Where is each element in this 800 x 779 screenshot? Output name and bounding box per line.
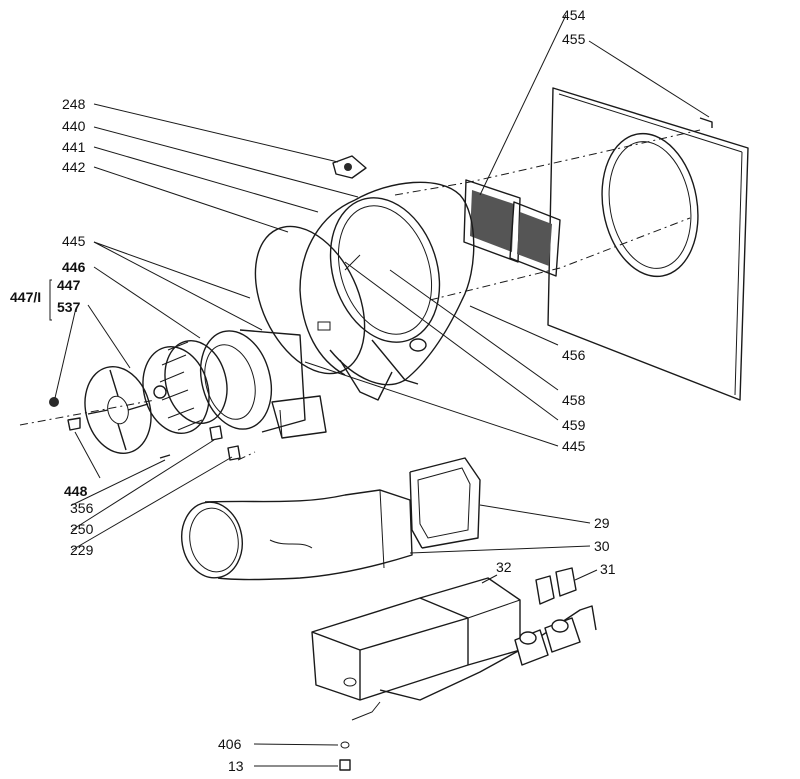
label-13: 13 <box>228 758 244 774</box>
gas-valve-part <box>514 567 581 666</box>
label-31: 31 <box>600 561 616 577</box>
lint-filter-part <box>463 179 561 277</box>
label-356: 356 <box>70 500 94 516</box>
label-250: 250 <box>70 521 94 537</box>
label-446: 446 <box>62 259 86 275</box>
label-456: 456 <box>562 347 586 363</box>
label-458: 458 <box>562 392 586 408</box>
label-248: 248 <box>62 96 86 112</box>
label-229: 229 <box>70 542 94 558</box>
label-448: 448 <box>64 483 88 499</box>
fasteners-part <box>159 425 241 461</box>
part-labels: 454 455 248 440 441 442 445 446 447/I 44… <box>10 7 616 774</box>
drum-housing-part <box>299 181 475 401</box>
cover-plate-part <box>49 365 152 455</box>
gasket-ring-part <box>254 225 366 375</box>
label-442: 442 <box>62 159 86 175</box>
fan-impeller-part <box>142 339 228 435</box>
label-29: 29 <box>594 515 610 531</box>
label-406: 406 <box>218 736 242 752</box>
fan-housing-part <box>200 329 327 439</box>
thermostat-part <box>332 155 367 179</box>
label-440: 440 <box>62 118 86 134</box>
screw-part <box>339 741 351 771</box>
label-454: 454 <box>562 7 586 23</box>
label-445-top: 445 <box>62 233 86 249</box>
label-441: 441 <box>62 139 86 155</box>
leader-lines <box>49 14 710 767</box>
label-445-right: 445 <box>562 438 586 454</box>
label-32: 32 <box>496 559 512 575</box>
label-459: 459 <box>562 417 586 433</box>
label-447: 447 <box>57 277 81 293</box>
duct-elbow-part <box>409 457 481 549</box>
exhaust-hose-part <box>181 489 413 581</box>
label-30: 30 <box>594 538 610 554</box>
label-455: 455 <box>562 31 586 47</box>
label-537: 537 <box>57 299 81 315</box>
label-447-1: 447/I <box>10 289 41 305</box>
axis-lines <box>19 129 701 461</box>
